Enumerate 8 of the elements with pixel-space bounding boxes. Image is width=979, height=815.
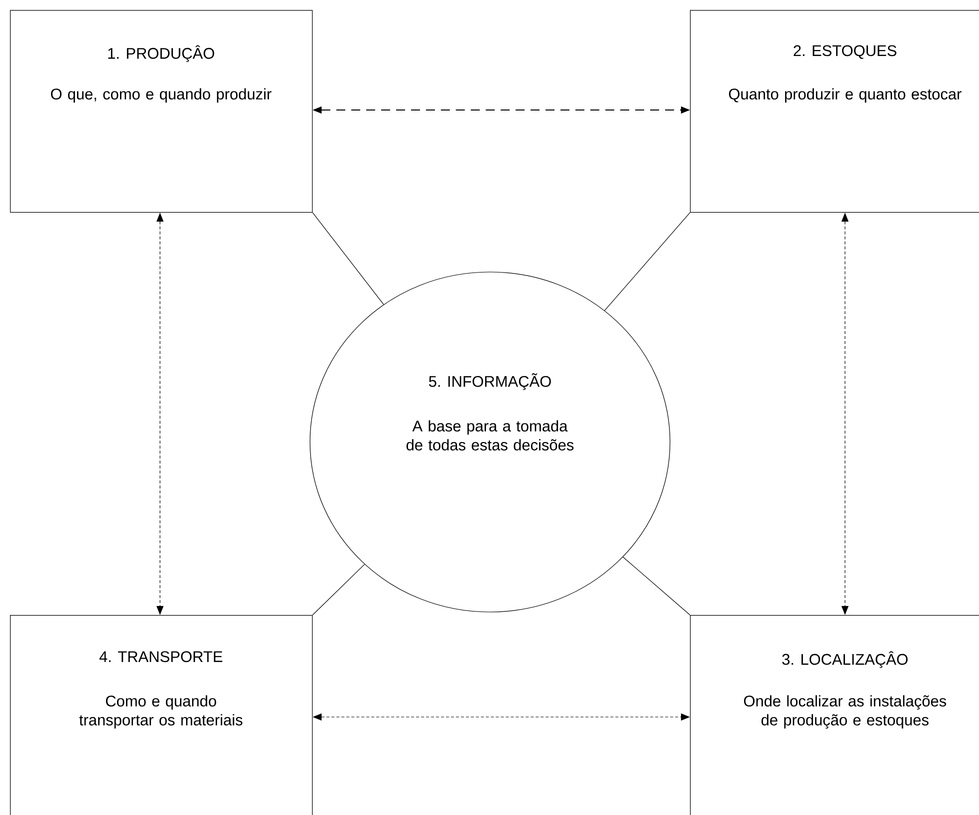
process-box: 4. TRANSPORTE Como e quando transportar os materiais <box>10 615 313 815</box>
connector-line <box>604 212 690 311</box>
process-box: 2. ESTOQUES Quanto produzir e quanto estocar <box>690 10 979 213</box>
connector-line <box>622 556 690 616</box>
connector-line <box>312 564 365 616</box>
connector-line <box>312 212 384 305</box>
process-box: 3. LOCALIZAÇÂO Onde localizar as instalações de produção e estoques <box>690 615 979 815</box>
process-box: 1. PRODUÇÂO O que, como e quando produzir <box>10 10 313 213</box>
